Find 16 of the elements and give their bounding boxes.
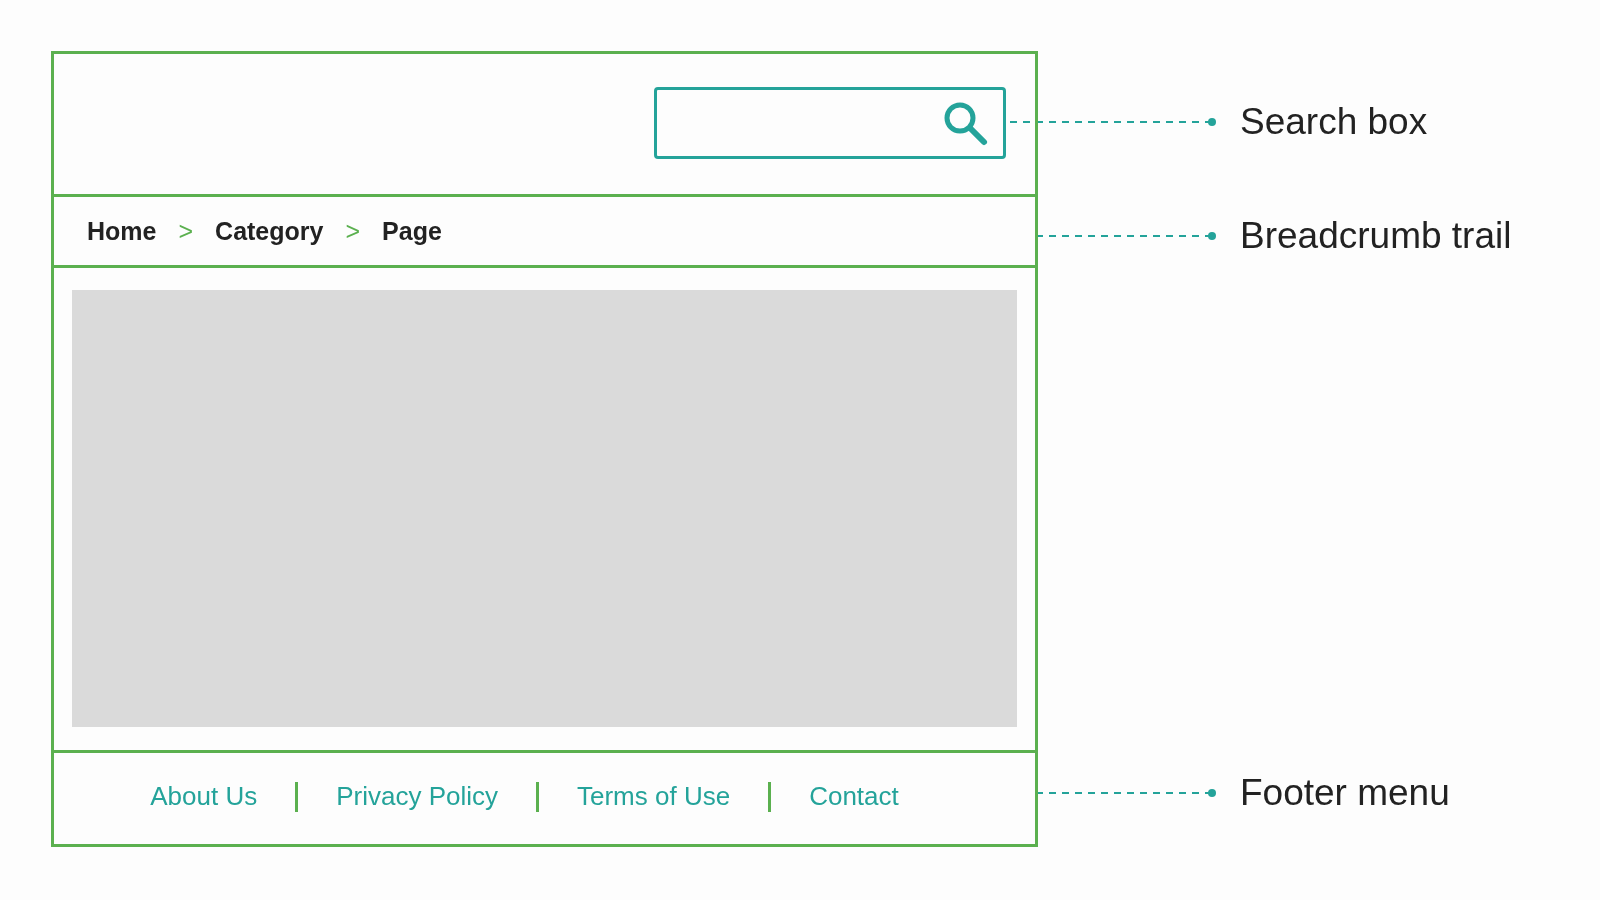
breadcrumb-link: Home — [87, 216, 157, 246]
footer-link: About Us — [150, 781, 258, 812]
footer-link: Privacy Policy — [336, 781, 498, 812]
footer-link: Contact — [809, 781, 899, 812]
breadcrumb-bar — [54, 194, 1035, 268]
search-field — [654, 87, 1006, 159]
breadcrumb-separator: > — [345, 216, 361, 246]
breadcrumb-link: Page — [382, 216, 442, 246]
callout-text: Breadcrumb trail — [1240, 215, 1512, 257]
breadcrumb-link: Category — [215, 216, 324, 246]
content-area — [72, 290, 1017, 727]
footer-link: Terms of Use — [577, 781, 731, 812]
callout-text: Footer menu — [1240, 772, 1450, 814]
callout-text: Search box — [1240, 101, 1428, 143]
page-frame — [51, 51, 1038, 847]
breadcrumb-separator: > — [178, 216, 194, 246]
